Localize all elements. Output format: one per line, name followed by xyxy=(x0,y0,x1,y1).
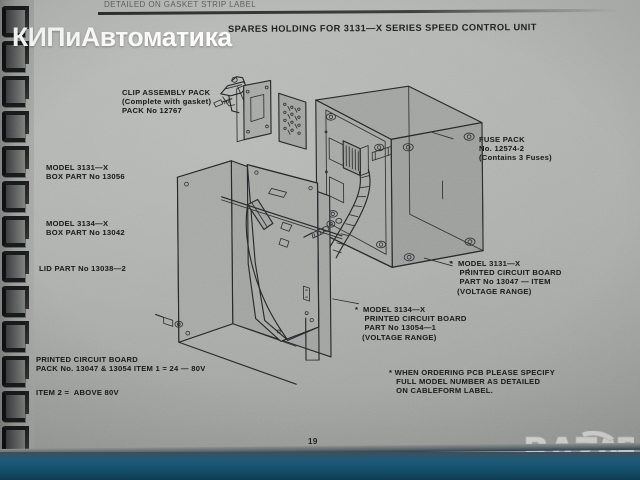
callout-clip-assembly: CLIP ASSEMBLY PACK (Complete with gasket… xyxy=(122,88,212,116)
callout-fuse-pack: FUSE PACK No. 12574-2 (Contains 3 Fuses) xyxy=(479,135,552,163)
callout-item-2: ITEM 2 = ABOVE 80V xyxy=(36,388,119,397)
page-title: SPARES HOLDING FOR 3131—X SERIES SPEED C… xyxy=(228,22,537,34)
watermark-kipiavtomatika: КИПиАвтоматика xyxy=(12,22,232,52)
desk-background xyxy=(0,452,640,480)
cut-off-header-text: DETAILED ON GASKET STRIP LABEL xyxy=(104,0,257,9)
callout-lid-part: LID PART No 13038—2 xyxy=(39,264,127,273)
callout-ordering-note: * WHEN ORDERING PCB PLEASE SPECIFY FULL … xyxy=(389,368,556,396)
spiral-binding xyxy=(0,0,34,457)
callout-pcb-3134: * MODEL 3134—X PRINTED CIRCUIT BOARD PAR… xyxy=(355,305,467,342)
callout-pcb-3131: * MODEL 3131—X PRINTED CIRCUIT BOARD PAR… xyxy=(450,259,562,296)
callout-pcb-pack: PRINTED CIRCUIT BOARD PACK No. 13047 & 1… xyxy=(36,355,206,374)
callout-model-3134-box: MODEL 3134—X BOX PART No 13042 xyxy=(46,219,125,238)
page-number: 19 xyxy=(308,437,318,446)
callout-model-3131-box: MODEL 3131—X BOX PART No 13056 xyxy=(46,163,125,182)
